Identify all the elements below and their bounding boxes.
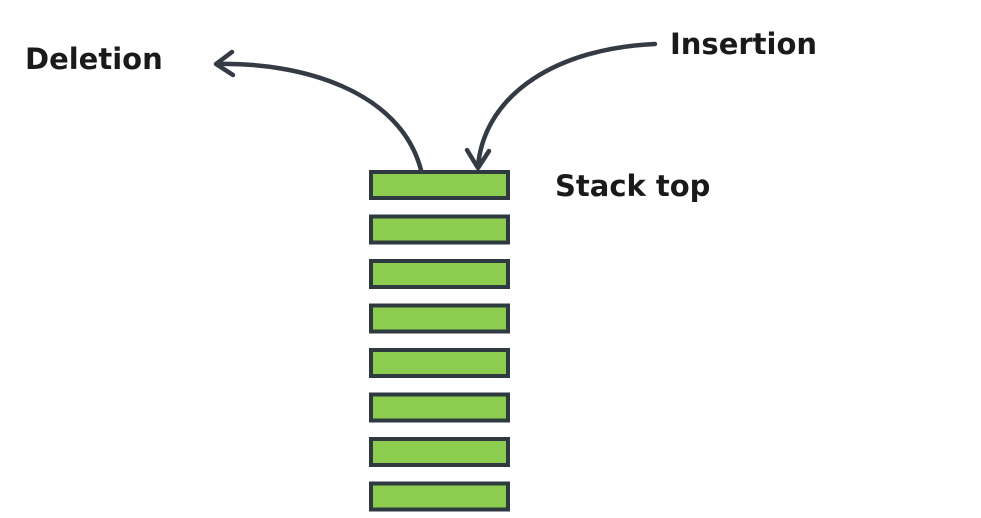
stack-block: [369, 214, 510, 245]
stack-block: [369, 348, 510, 378]
stack: [369, 170, 510, 512]
stack-block: [369, 392, 510, 423]
stack-top-label: Stack top: [555, 169, 711, 203]
deletion-arrowhead-icon: [213, 49, 236, 78]
stack-block: [369, 303, 510, 334]
insertion-arrow: [475, 41, 658, 169]
insertion-label: Insertion: [670, 27, 818, 61]
deletion-arrow: [214, 61, 424, 173]
stack-block: [369, 437, 510, 467]
stack-block: [369, 259, 510, 289]
deletion-label: Deletion: [25, 42, 163, 76]
insertion-arrowhead-icon: [464, 147, 492, 171]
stack-top-block: [369, 170, 510, 200]
stack-block: [369, 481, 510, 512]
